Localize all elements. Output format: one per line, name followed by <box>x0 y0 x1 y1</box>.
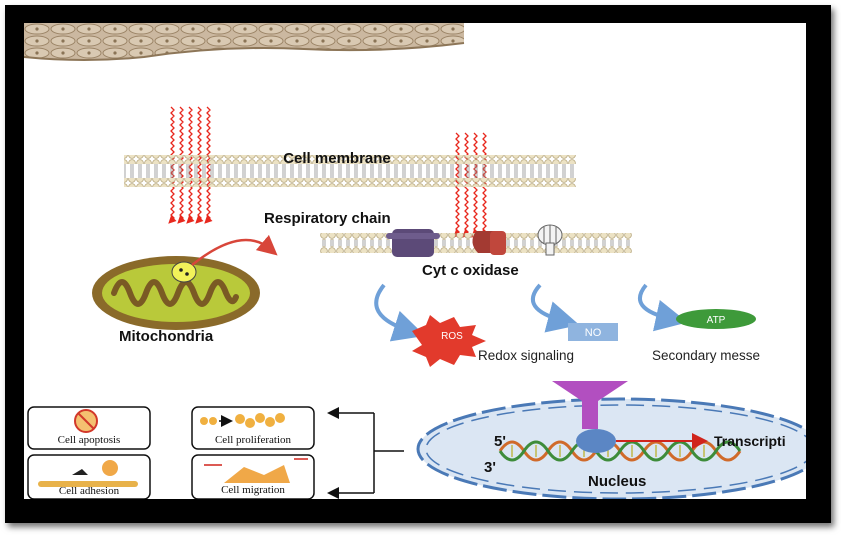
arrow-to-no <box>530 283 580 333</box>
no-label: NO <box>585 327 602 339</box>
secondary-messenger-label: Secondary messe <box>652 348 760 363</box>
redox-signaling-label: Redox signaling <box>478 348 574 363</box>
arrow-to-ros <box>374 283 426 342</box>
arrow-to-atp <box>638 283 688 332</box>
ros-label: ROS <box>441 331 463 342</box>
cyt-c-oxidase-label: Cyt c oxidase <box>422 262 519 279</box>
diagram-panel: Cell membrane Respiratory chain Cyt c ox… <box>24 23 806 499</box>
five-prime-label: 5' <box>494 433 506 450</box>
proliferation-label: Cell proliferation <box>215 434 292 446</box>
skin-tissue <box>24 23 465 61</box>
respiratory-chain-label: Respiratory chain <box>264 210 391 227</box>
apoptosis-label: Cell apoptosis <box>58 434 121 446</box>
mitochondria-illustration <box>92 234 278 330</box>
atp-synthase-protein <box>537 224 563 256</box>
outcome-apoptosis-box: Cell apoptosis <box>27 406 151 450</box>
nucleus-illustration <box>416 397 806 499</box>
diagram-svg: Cell membrane Respiratory chain Cyt c ox… <box>24 23 806 499</box>
migration-label: Cell migration <box>221 484 285 496</box>
adhesion-label: Cell adhesion <box>59 485 120 497</box>
outcome-migration-box: Cell migration <box>191 454 315 499</box>
three-prime-label: 3' <box>484 459 496 476</box>
cell-membrane <box>124 155 576 187</box>
transcription-label: Transcripti <box>714 433 786 449</box>
complex-protein <box>386 229 440 257</box>
atp-label: ATP <box>707 315 726 326</box>
outcome-proliferation-box: Cell proliferation <box>191 406 315 450</box>
signal-funnel <box>552 381 628 429</box>
nucleus-label: Nucleus <box>588 473 646 490</box>
cytochrome-c-oxidase-protein <box>472 231 506 255</box>
outcome-adhesion-box: Cell adhesion <box>27 454 151 499</box>
cell-membrane-label: Cell membrane <box>283 150 391 167</box>
atp-oval: ATP <box>676 309 756 329</box>
mitochondria-label: Mitochondria <box>119 328 214 345</box>
ros-burst: ROS <box>412 315 486 367</box>
no-box: NO <box>568 323 618 341</box>
outcome-bracket <box>327 407 404 499</box>
